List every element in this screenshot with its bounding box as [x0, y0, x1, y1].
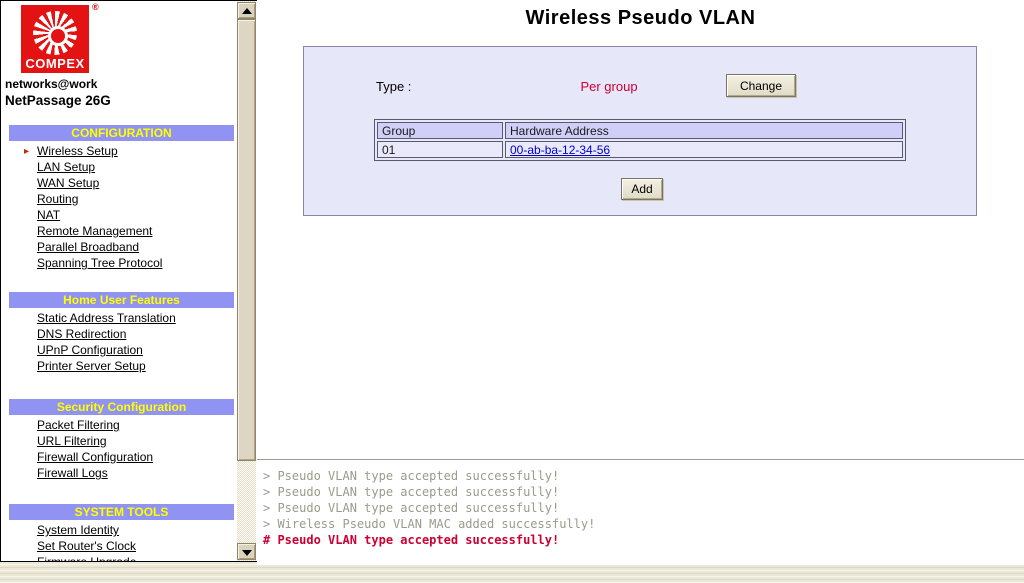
sidebar-item-system-identity[interactable]: System Identity [37, 523, 120, 537]
compex-logo: COMPEX [21, 5, 89, 73]
hardware-address-cell: 00-ab-ba-12-34-56 [505, 141, 903, 158]
type-value: Per group [580, 79, 638, 94]
sidebar-item-dns-redirection[interactable]: DNS Redirection [37, 327, 127, 341]
sidebar-section-header-home-user-features: Home User Features [9, 292, 234, 308]
sidebar-item-lan-setup[interactable]: LAN Setup [37, 160, 96, 174]
hardware-address-column-header: Hardware Address [505, 122, 903, 139]
group-column-header: Group [377, 122, 503, 139]
arrow-up-icon [242, 8, 252, 14]
sidebar-item-spanning-tree-protocol[interactable]: Spanning Tree Protocol [37, 256, 163, 270]
sidebar-frame: COMPEX ® networks@work NetPassage 26G CO… [0, 0, 257, 562]
sidebar-scrollbar[interactable] [237, 1, 256, 561]
sidebar-item-firewall-logs[interactable]: Firewall Logs [37, 466, 108, 480]
arrow-down-icon [242, 550, 252, 556]
sidebar-section-header-security-configuration: Security Configuration [9, 399, 234, 415]
logo-block: COMPEX ® networks@work NetPassage 26G [1, 1, 238, 125]
console-log-line: # Pseudo VLAN type accepted successfully… [263, 533, 560, 547]
sidebar-item-static-address-translation[interactable]: Static Address Translation [37, 311, 176, 325]
console-log-line: > Pseudo VLAN type accepted successfully… [263, 485, 560, 499]
mac-address-link[interactable]: 00-ab-ba-12-34-56 [510, 142, 611, 157]
registered-trademark-icon: ® [92, 2, 99, 12]
sidebar-content: COMPEX ® networks@work NetPassage 26G CO… [1, 1, 238, 561]
device-model: NetPassage 26G [5, 93, 111, 108]
scrollbar-down-button[interactable] [237, 543, 256, 560]
sidebar-item-packet-filtering[interactable]: Packet Filtering [37, 418, 120, 432]
sidebar-item-nat[interactable]: NAT [37, 208, 61, 222]
compex-starburst-icon [33, 11, 77, 55]
main-frame: Wireless Pseudo VLAN Type : Per group Ch… [257, 0, 1024, 459]
sidebar-item-set-router-s-clock[interactable]: Set Router's Clock [37, 539, 136, 553]
pseudo-vlan-panel: Type : Per group Change Group Hardware A… [303, 46, 977, 216]
sidebar-item-wireless-setup[interactable]: ▸Wireless Setup [24, 144, 118, 158]
sidebar-item-remote-management[interactable]: Remote Management [37, 224, 153, 238]
brand-tagline: networks@work [5, 77, 98, 91]
vlan-group-table: Group Hardware Address 01 00-ab-ba-12-34-… [374, 119, 906, 161]
sidebar-item-wan-setup[interactable]: WAN Setup [37, 176, 100, 190]
active-item-arrow-icon: ▸ [24, 146, 30, 157]
change-button[interactable]: Change [726, 74, 796, 97]
sidebar-item-firewall-configuration[interactable]: Firewall Configuration [37, 450, 154, 464]
table-row: 01 00-ab-ba-12-34-56 [377, 141, 903, 158]
sidebar-item-firmware-upgrade[interactable]: Firmware Upgrade [1, 554, 238, 561]
logo-wordmark: COMPEX [25, 56, 85, 71]
scrollbar-thumb[interactable] [237, 19, 256, 461]
type-label: Type : [376, 79, 412, 94]
console-log-line: > Pseudo VLAN type accepted successfully… [263, 501, 560, 515]
scrollbar-up-button[interactable] [237, 2, 256, 19]
console-log-frame: > Pseudo VLAN type accepted successfully… [257, 459, 1024, 565]
sidebar-item-upnp-configuration[interactable]: UPnP Configuration [37, 343, 143, 357]
sidebar-item-url-filtering[interactable]: URL Filtering [37, 434, 107, 448]
add-button[interactable]: Add [621, 178, 663, 200]
page-title: Wireless Pseudo VLAN [525, 7, 756, 29]
sidebar-item-parallel-broadband[interactable]: Parallel Broadband [37, 240, 140, 254]
table-header-row: Group Hardware Address [377, 122, 903, 139]
sidebar-item-printer-server-setup[interactable]: Printer Server Setup [37, 359, 146, 373]
console-log-line: > Pseudo VLAN type accepted successfully… [263, 469, 560, 483]
console-log-line: > Wireless Pseudo VLAN MAC added success… [263, 517, 596, 531]
sidebar-section-header-system-tools: SYSTEM TOOLS [9, 504, 234, 520]
sidebar-section-header-configuration: CONFIGURATION [9, 125, 234, 141]
sidebar-item-routing[interactable]: Routing [37, 192, 79, 206]
group-cell: 01 [377, 141, 503, 158]
